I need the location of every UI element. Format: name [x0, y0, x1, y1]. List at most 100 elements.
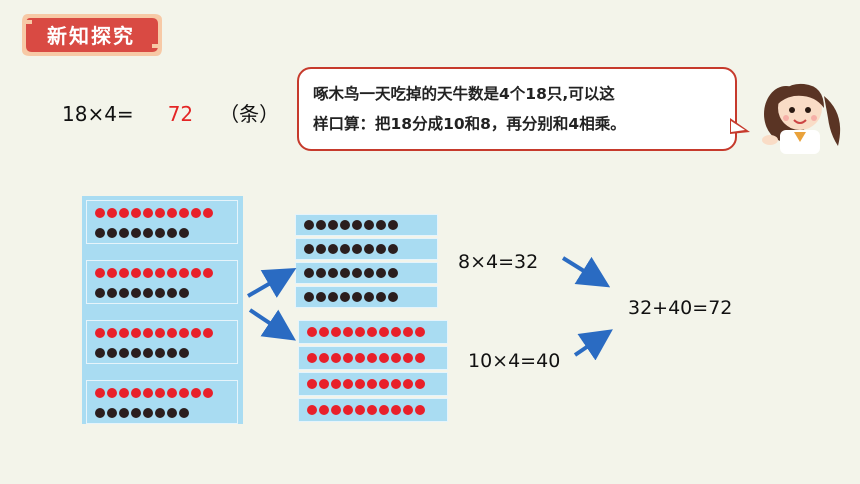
- red-dot: [307, 353, 317, 363]
- red-dot: [343, 327, 353, 337]
- red-dot-row: [307, 379, 425, 389]
- red-dot: [391, 353, 401, 363]
- black-dot: [131, 288, 141, 298]
- black-dot: [304, 292, 314, 302]
- red-dot: [331, 379, 341, 389]
- red-dot: [391, 405, 401, 415]
- black-dot: [376, 268, 386, 278]
- black-dot: [95, 288, 105, 298]
- black-dot: [131, 348, 141, 358]
- black-dot: [376, 292, 386, 302]
- red-dot: [203, 268, 213, 278]
- red-dot: [95, 208, 105, 218]
- black-dot: [328, 220, 338, 230]
- arrow-split-down-icon: [248, 308, 296, 341]
- badge-label: 新知探究: [47, 23, 135, 48]
- black-dot: [388, 244, 398, 254]
- red-dot: [415, 405, 425, 415]
- red-strip-2: [298, 346, 448, 370]
- red-dot: [179, 388, 189, 398]
- black-dot: [340, 268, 350, 278]
- red-dot-row: [95, 328, 213, 338]
- black-dot: [352, 268, 362, 278]
- black-dot: [304, 244, 314, 254]
- main-equation-expression: 18×4=: [62, 102, 134, 126]
- section-badge: 新知探究: [18, 10, 164, 58]
- black-dot: [143, 408, 153, 418]
- black-dot: [131, 228, 141, 238]
- black-dot: [167, 408, 177, 418]
- left-group-2: [86, 260, 238, 304]
- red-dot: [379, 379, 389, 389]
- black-dot: [167, 228, 177, 238]
- black-dot: [95, 228, 105, 238]
- red-dot: [307, 405, 317, 415]
- left-group-3: [86, 320, 238, 364]
- black-dot-row: [95, 288, 189, 298]
- black-dot: [376, 220, 386, 230]
- equation-8x4: 8×4=32: [458, 251, 539, 273]
- red-dot: [95, 388, 105, 398]
- red-dot: [403, 405, 413, 415]
- black-dot: [364, 220, 374, 230]
- red-dot: [415, 327, 425, 337]
- arrow-10x4-to-sum-icon: [573, 329, 613, 361]
- red-dot: [331, 327, 341, 337]
- red-dot: [203, 388, 213, 398]
- black-dot: [107, 228, 117, 238]
- black-dot: [143, 228, 153, 238]
- black-dot: [179, 348, 189, 358]
- red-dot: [403, 353, 413, 363]
- red-dot: [331, 405, 341, 415]
- left-group-1: [86, 200, 238, 244]
- red-dot: [191, 208, 201, 218]
- red-dot: [95, 328, 105, 338]
- black-dot: [119, 228, 129, 238]
- black-dot: [352, 244, 362, 254]
- black-dot: [167, 348, 177, 358]
- red-dot: [119, 268, 129, 278]
- black-dot: [304, 268, 314, 278]
- red-dot-row: [307, 327, 425, 337]
- red-dot: [403, 327, 413, 337]
- red-dot: [203, 328, 213, 338]
- red-dot: [203, 208, 213, 218]
- red-dot: [155, 328, 165, 338]
- red-dot: [319, 327, 329, 337]
- girl-illustration-icon: [762, 83, 841, 154]
- red-dot: [415, 379, 425, 389]
- red-dot: [367, 327, 377, 337]
- red-dot: [191, 268, 201, 278]
- main-equation-answer: 72: [167, 102, 194, 126]
- black-dot: [328, 268, 338, 278]
- red-dot: [307, 379, 317, 389]
- black-dot-row: [95, 348, 189, 358]
- red-dot: [131, 388, 141, 398]
- red-dot: [107, 328, 117, 338]
- black-dot: [95, 408, 105, 418]
- black-dot: [119, 288, 129, 298]
- red-dot: [167, 328, 177, 338]
- red-dot: [155, 388, 165, 398]
- black-dot: [328, 292, 338, 302]
- red-dot: [343, 353, 353, 363]
- black-dot: [179, 288, 189, 298]
- red-dot: [131, 328, 141, 338]
- red-dot: [343, 379, 353, 389]
- black-dot: [388, 268, 398, 278]
- red-dot: [119, 388, 129, 398]
- black-dot: [352, 292, 362, 302]
- arrow-8x4-to-sum-icon: [561, 256, 611, 288]
- red-dot-row: [307, 405, 425, 415]
- red-dot-row: [95, 208, 213, 218]
- red-dot-row: [307, 353, 425, 363]
- red-dot: [119, 208, 129, 218]
- black-dot: [131, 408, 141, 418]
- main-equation: 18×4=72（条）: [62, 98, 279, 127]
- red-dot: [95, 268, 105, 278]
- red-dot: [391, 379, 401, 389]
- red-dot-row: [95, 268, 213, 278]
- black-dot-row: [304, 244, 398, 254]
- red-dot: [319, 353, 329, 363]
- speech-bubble: 啄木鸟一天吃掉的天牛数是4个18只,可以这 样口算：把18分成10和8，再分别和…: [297, 67, 737, 151]
